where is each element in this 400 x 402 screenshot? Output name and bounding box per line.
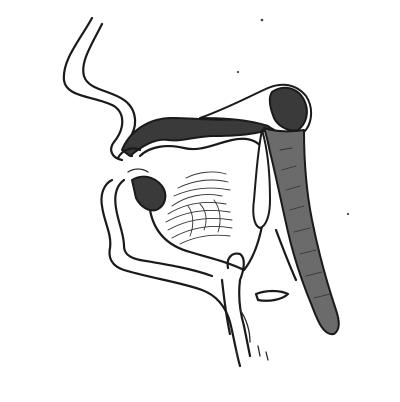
larynx — [239, 228, 298, 358]
pharynx-wall — [263, 127, 340, 336]
tongue-texture — [165, 171, 233, 245]
upper-lip — [116, 147, 142, 160]
stray-dots — [236, 18, 350, 216]
soft-palate — [252, 129, 271, 229]
palate — [121, 116, 273, 157]
nasopharynx — [199, 83, 312, 136]
epiglottis — [220, 252, 246, 336]
nose-profile — [62, 16, 137, 162]
lower-teeth — [127, 168, 167, 212]
bottom-marks — [235, 345, 269, 361]
lower-lip-and-chin — [100, 178, 242, 368]
